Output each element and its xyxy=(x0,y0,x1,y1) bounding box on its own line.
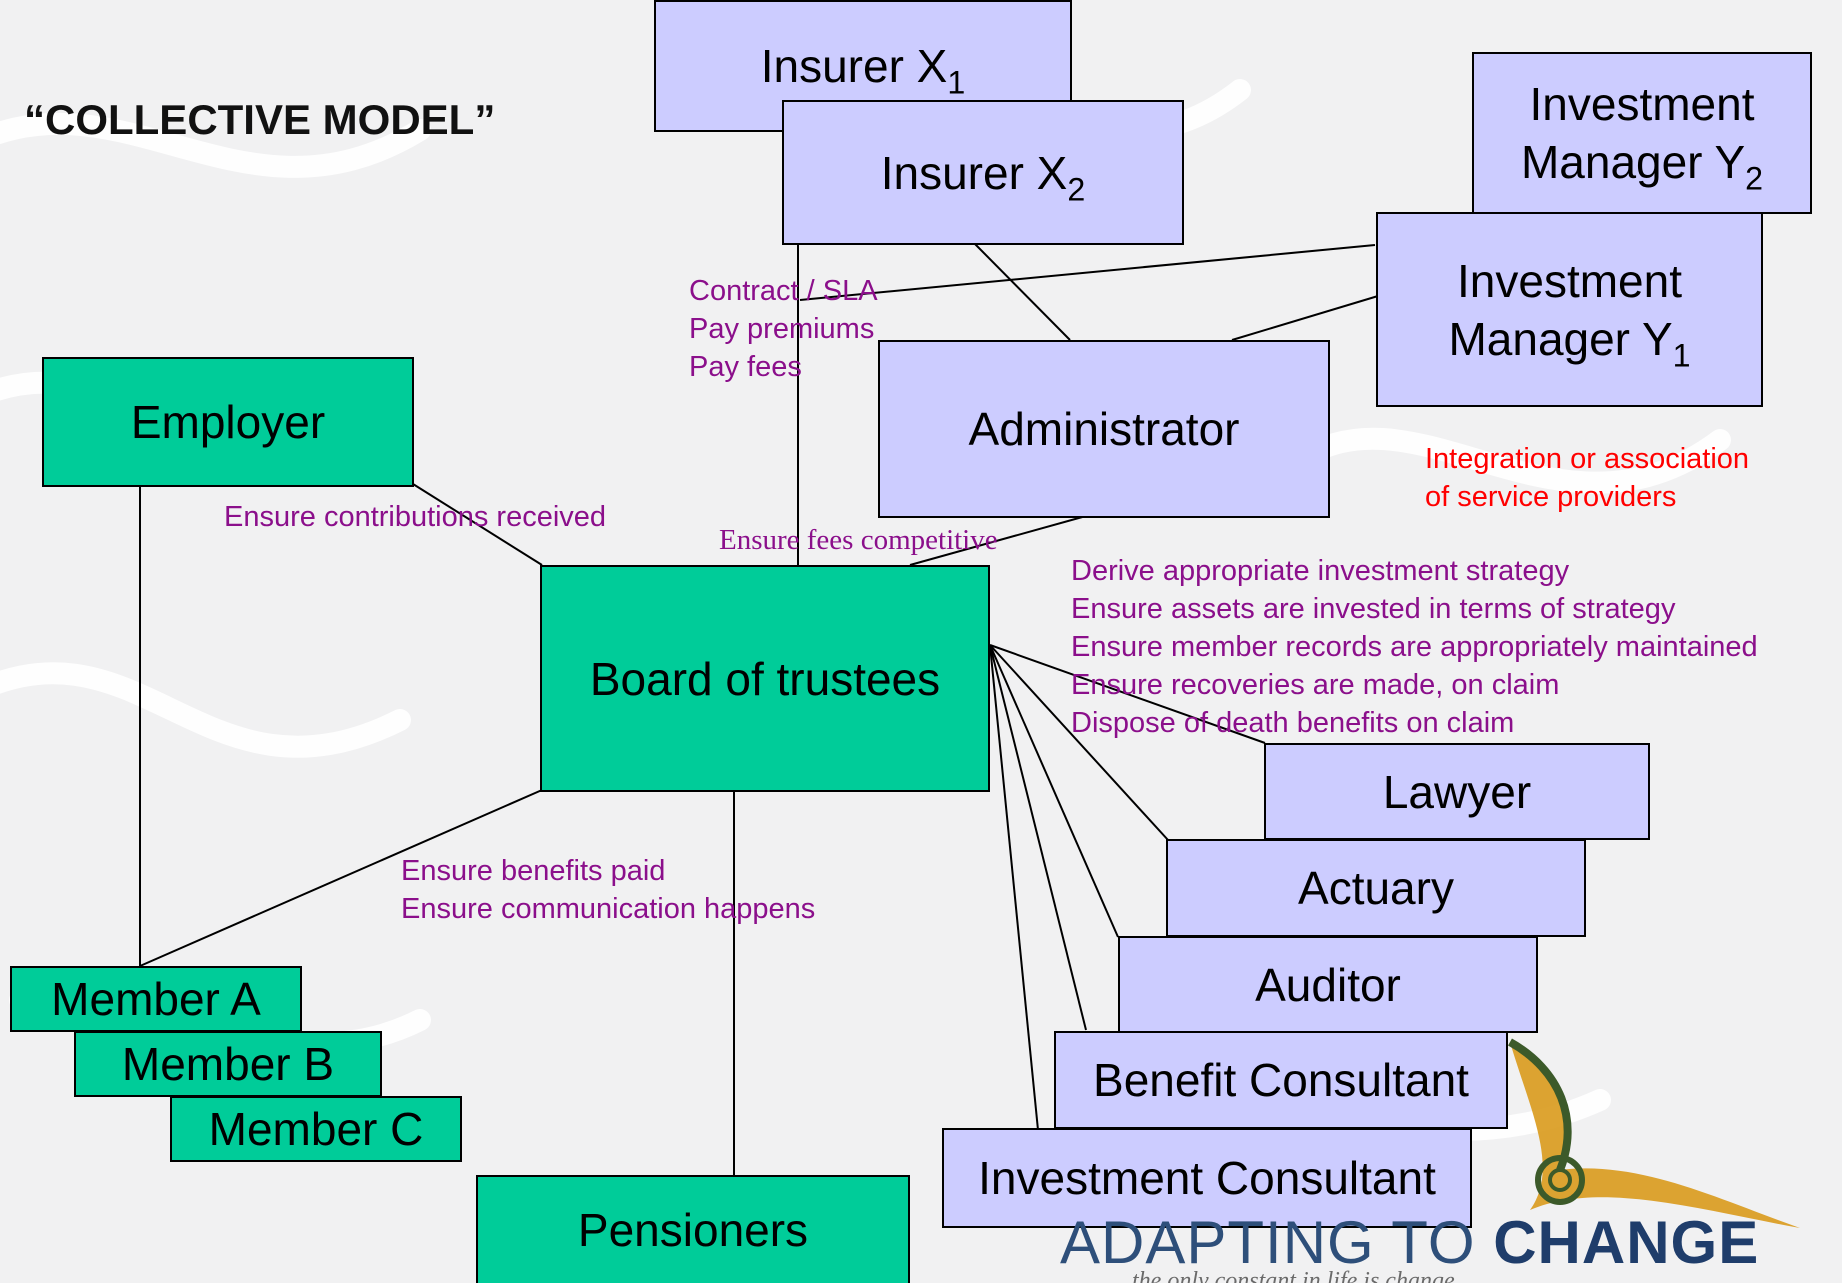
benefit-consultant-box: Benefit Consultant xyxy=(1054,1031,1508,1129)
investment-consultant-box: Investment Consultant xyxy=(942,1128,1472,1228)
integration-note: Integration or association of service pr… xyxy=(1425,440,1749,516)
duty-death-benefits: Dispose of death benefits on claim xyxy=(1071,707,1515,739)
page-title: “COLLECTIVE MODEL” xyxy=(24,96,496,143)
insurer-x2-box: Insurer X2 xyxy=(782,100,1184,245)
line-insurer-admin xyxy=(973,242,1071,341)
line-board-admin xyxy=(909,515,1087,566)
member-a-box: Member A xyxy=(10,966,302,1032)
line-board-actuary xyxy=(989,644,1169,841)
line-board-member xyxy=(139,789,543,967)
actuary-box: Actuary xyxy=(1166,839,1586,937)
insurer-x1-label: Insurer X1 xyxy=(760,40,966,101)
benefits-notes: Ensure benefits paid Ensure communicatio… xyxy=(401,852,815,928)
logo-graphic xyxy=(1508,1038,1800,1228)
lawyer-box: Lawyer xyxy=(1264,743,1650,840)
line-board-investment-consultant xyxy=(989,644,1039,1131)
line-board-benefit-consultant xyxy=(989,644,1087,1031)
employer-box: Employer xyxy=(42,357,414,487)
line-board-auditor xyxy=(989,644,1119,938)
member-c-box: Member C xyxy=(170,1096,462,1162)
integration-line-1: Integration or association xyxy=(1425,443,1750,475)
note-benefits-paid: Ensure benefits paid xyxy=(401,855,666,887)
note-pay-premiums: Pay premiums xyxy=(689,313,875,345)
logo-tagline: the only constant in life is change xyxy=(1132,1268,1455,1283)
line-contract-investment xyxy=(799,244,1376,301)
duty-recoveries: Ensure recoveries are made, on claim xyxy=(1071,669,1560,701)
duty-investment-strategy: Derive appropriate investment strategy xyxy=(1071,555,1570,587)
logo-wordmark: ADAPTING TO CHANGE xyxy=(1060,1208,1759,1277)
investment-manager-y2-label: Investment Manager Y2 xyxy=(1520,78,1764,197)
line-board-lawyer xyxy=(989,644,1266,744)
note-contract-sla: Contract / SLA xyxy=(689,275,878,307)
pensioners-box: Pensioners xyxy=(476,1175,910,1283)
administrator-box: Administrator xyxy=(878,340,1330,518)
board-duties: Derive appropriate investment strategy E… xyxy=(1071,552,1758,742)
auditor-box: Auditor xyxy=(1118,936,1538,1033)
duty-member-records: Ensure member records are appropriately … xyxy=(1071,631,1758,663)
note-contributions: Ensure contributions received xyxy=(224,501,607,533)
member-b-box: Member B xyxy=(74,1031,382,1097)
investment-manager-y1-label: Investment Manager Y1 xyxy=(1448,254,1691,373)
line-admin-investment xyxy=(1231,295,1379,341)
integration-line-2: of service providers xyxy=(1425,481,1677,513)
board-of-trustees-box: Board of trustees xyxy=(540,565,990,792)
investment-manager-y2-box: Investment Manager Y2 xyxy=(1472,52,1812,214)
logo-word-change: CHANGE xyxy=(1493,1209,1760,1276)
note-fees-competitive: Ensure fees competitive xyxy=(719,524,998,556)
note-pay-fees: Pay fees xyxy=(689,351,802,383)
note-communication: Ensure communication happens xyxy=(401,893,816,925)
line-employer-board xyxy=(412,483,543,566)
logo-word-adapting: ADAPTING TO xyxy=(1060,1209,1476,1276)
duty-assets-invested: Ensure assets are invested in terms of s… xyxy=(1071,593,1676,625)
insurer-x2-label: Insurer X2 xyxy=(880,146,1086,207)
contract-notes: Contract / SLA Pay premiums Pay fees xyxy=(689,272,878,386)
investment-manager-y1-box: Investment Manager Y1 xyxy=(1376,212,1763,407)
